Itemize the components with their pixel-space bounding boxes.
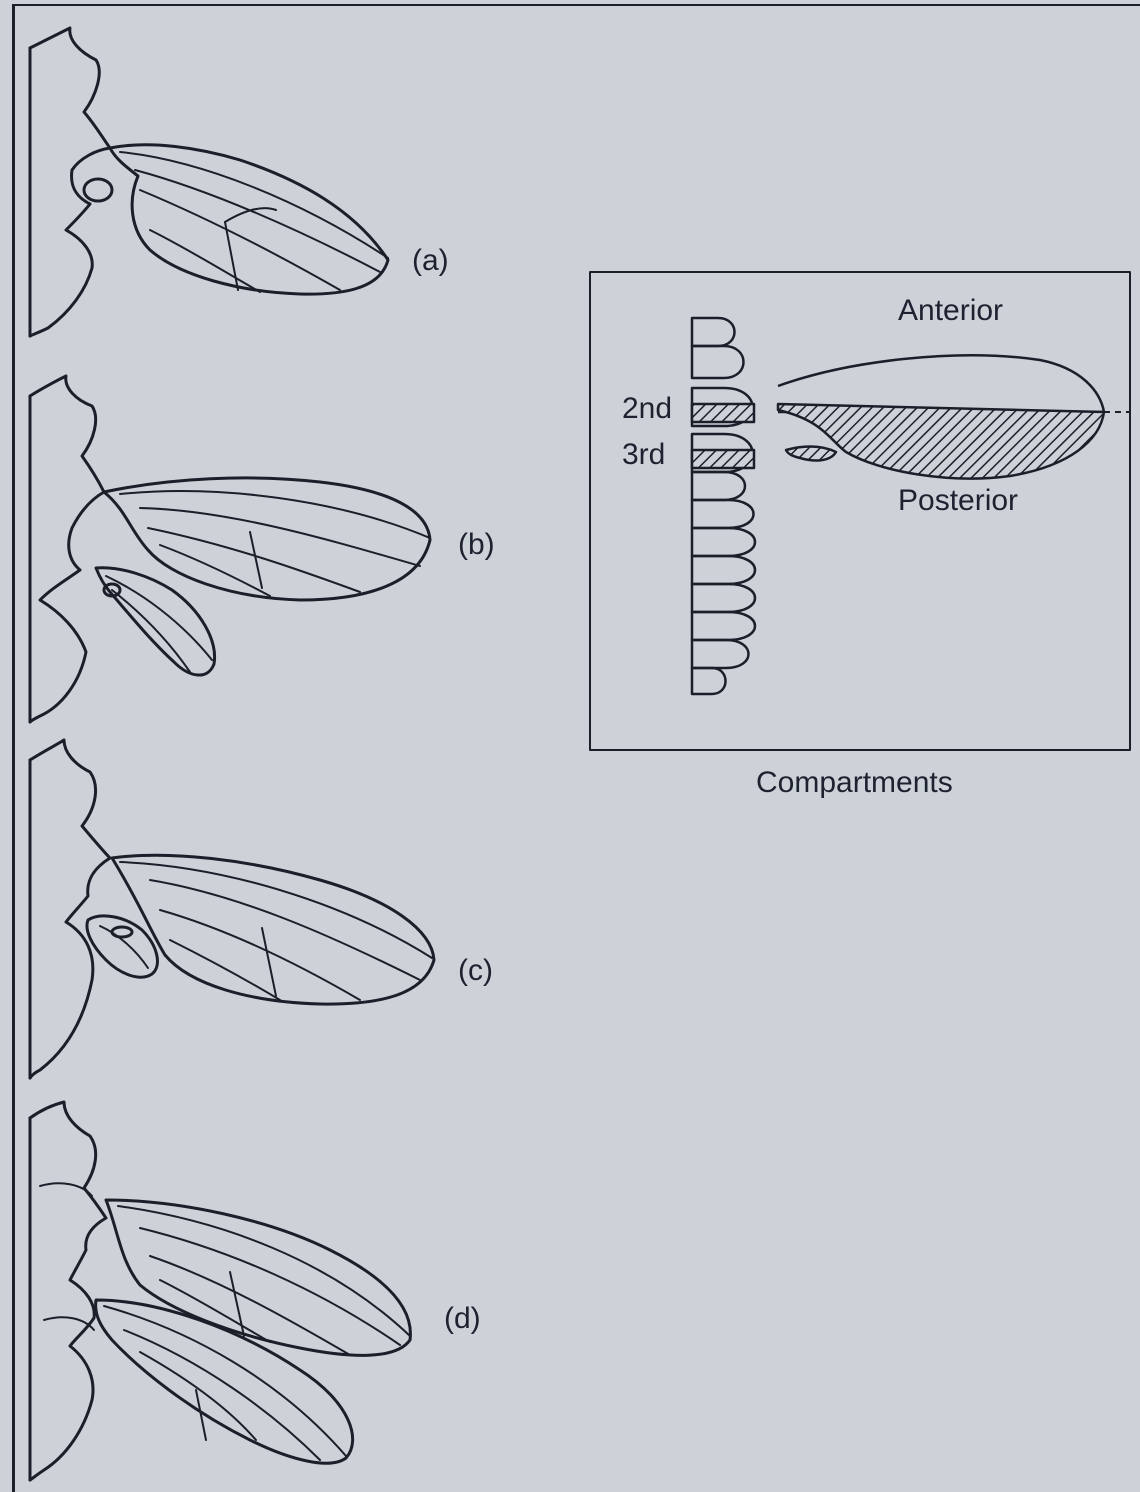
fly-diagram-d	[30, 1102, 410, 1480]
anterior-label: Anterior	[898, 296, 1003, 326]
compartments-inset	[590, 272, 1130, 750]
inset-box	[590, 272, 1130, 750]
fly-diagram-a	[30, 28, 388, 336]
panel-label-c: (c)	[458, 956, 493, 986]
inset-caption: Compartments	[756, 766, 953, 800]
panel-label-a: (a)	[412, 246, 449, 276]
fly-diagram-c	[30, 740, 434, 1078]
segment-column	[692, 318, 755, 694]
fly-diagram-b	[30, 376, 430, 722]
inset-wing	[778, 355, 1130, 478]
posterior-label: Posterior	[898, 486, 1018, 516]
panel-label-d: (d)	[444, 1304, 481, 1334]
segment-label-3rd: 3rd	[622, 440, 665, 470]
panel-label-b: (b)	[458, 530, 495, 560]
segment-label-2nd: 2nd	[622, 394, 672, 424]
